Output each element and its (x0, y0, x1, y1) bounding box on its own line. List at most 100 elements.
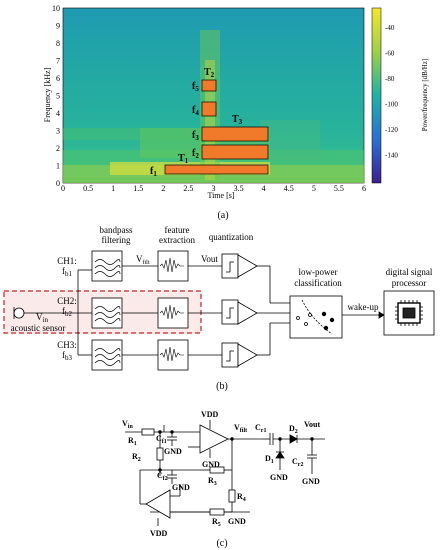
y-axis-label: Frequency [kHz] (43, 67, 52, 122)
header-extraction: extraction (159, 235, 195, 245)
x-tick-label: 0 (61, 184, 65, 193)
svg-text:D2: D2 (289, 424, 298, 435)
svg-text:T1: T1 (178, 153, 189, 165)
ch3-label: CH3: (57, 340, 77, 350)
label-f2: f (192, 148, 196, 159)
svg-text:GND: GND (172, 483, 190, 492)
svg-text:GND: GND (302, 477, 320, 486)
acoustic-sensor: Vin acoustic sensor (11, 307, 92, 333)
label-t3: T (232, 114, 239, 125)
box-t1-f1 (164, 164, 269, 175)
colorbar (371, 7, 382, 184)
svg-text:fb2: fb2 (62, 306, 73, 318)
colorbar-tick-label: -80 (385, 75, 395, 83)
feature-extraction-blocks (157, 250, 189, 371)
svg-text:D1: D1 (265, 454, 274, 465)
x-axis-label: Time [s] (207, 191, 234, 200)
caption-b: (b) (216, 381, 228, 392)
wakeup-label: wake-up (348, 302, 379, 312)
box-t2-f4 (201, 101, 217, 117)
y-tick-label: 9 (56, 22, 60, 31)
classifier-label-1: low-power (299, 267, 338, 277)
header-filtering: filtering (102, 235, 131, 245)
svg-text:fb3: fb3 (62, 350, 73, 362)
x-tick-label: 2 (161, 184, 165, 193)
svg-text:Cr2: Cr2 (292, 457, 303, 468)
svg-text:Cf1: Cf1 (156, 434, 167, 445)
y-tick-labels: 0 1 2 3 4 5 6 7 8 9 10 (52, 4, 60, 188)
x-tick-label: 4.5 (284, 184, 294, 193)
svg-text:f3: f3 (192, 130, 199, 142)
svg-text:Cr1: Cr1 (255, 423, 266, 434)
label-f4: f (192, 105, 196, 116)
y-tick-label: 2 (56, 144, 60, 153)
svg-text:GND: GND (202, 460, 220, 469)
x-tick-label: 3.5 (234, 184, 244, 193)
y-tick-label: 0 (56, 179, 60, 188)
header-feature: feature (165, 225, 190, 235)
x-tick-label: 5.5 (334, 184, 344, 193)
colorbar-tick-label: -40 (385, 24, 395, 32)
x-tick-label: 3 (212, 184, 216, 193)
x-tick-label: 0.5 (83, 184, 93, 193)
ch1-label: CH1: (57, 256, 77, 266)
y-tick-label: 7 (56, 57, 60, 66)
svg-text:R1: R1 (128, 436, 137, 447)
svg-text:Vin: Vin (122, 419, 133, 430)
svg-text:GND: GND (270, 473, 288, 482)
y-tick-label: 8 (56, 39, 60, 48)
label-t1: T (178, 153, 185, 164)
vout-label-b: Vout (201, 254, 218, 264)
y-tick-label: 6 (56, 74, 60, 83)
svg-text:f2: f2 (192, 148, 199, 160)
svg-text:R5: R5 (212, 517, 221, 528)
y-tick-label: 1 (56, 162, 60, 171)
y-tick-label: 5 (56, 92, 60, 101)
x-tick-label: 5 (312, 184, 316, 193)
dsp-block: digital signal processor (383, 267, 435, 336)
colorbar-tick-label: -140 (385, 152, 398, 160)
svg-text:R3: R3 (208, 476, 217, 487)
colorbar-tick-label: -120 (385, 126, 398, 134)
caption-c: (c) (216, 538, 227, 549)
acoustic-sensor-label: acoustic sensor (11, 323, 66, 333)
svg-text:Cf2: Cf2 (157, 471, 168, 482)
svg-text:T3: T3 (232, 114, 243, 126)
panel-b-block-diagram: bandpass filtering feature extraction qu… (3, 225, 435, 392)
colorbar-tick-label: -100 (385, 101, 398, 109)
svg-text:VDD: VDD (201, 410, 219, 419)
panel-c-circuit: Vin R1 R2 Cf1 Cf2 GND GND VDD GND R3 R4 … (122, 410, 325, 549)
colorbar-label: Power/frequency [dB/Hz] (421, 59, 429, 132)
label-f1: f (150, 166, 154, 177)
svg-text:GND: GND (228, 517, 246, 526)
dsp-label-2: processor (392, 278, 427, 288)
label-t2: T (204, 67, 211, 78)
classifier-label-2: classification (294, 278, 342, 288)
svg-text:Vfilt: Vfilt (136, 254, 150, 266)
svg-text:f1: f1 (150, 166, 157, 178)
svg-text:Vout: Vout (304, 420, 320, 429)
x-tick-label: 6 (362, 184, 366, 193)
svg-text:R4: R4 (237, 492, 246, 503)
header-quantization: quantization (209, 232, 254, 242)
svg-text:f5: f5 (192, 81, 199, 93)
y-tick-label: 3 (56, 127, 60, 136)
svg-text:GND: GND (164, 447, 182, 456)
svg-text:T2: T2 (204, 67, 215, 79)
dsp-label-1: digital signal (386, 267, 433, 277)
ch2-label: CH2: (57, 296, 77, 306)
y-tick-label: 10 (52, 4, 60, 13)
bandpass-filters (91, 250, 123, 371)
box-t3-f2 (201, 144, 269, 160)
y-tick-label: 4 (56, 109, 60, 118)
svg-text:f4: f4 (192, 105, 199, 117)
x-tick-label: 4 (262, 184, 266, 193)
x-tick-label: 2.5 (183, 184, 193, 193)
svg-text:Vfilt: Vfilt (234, 423, 247, 434)
classifier-block: low-power classification (289, 267, 343, 339)
label-f3: f (192, 130, 196, 141)
x-tick-label: 1.5 (133, 184, 143, 193)
